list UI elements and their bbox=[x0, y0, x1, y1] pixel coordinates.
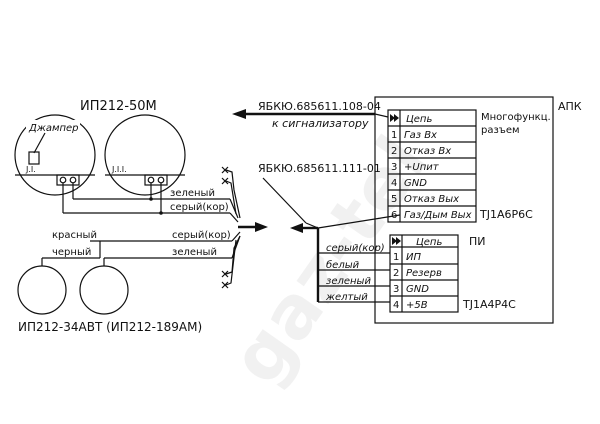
apk-pin-num: 4 bbox=[391, 178, 397, 189]
apk-pin-name: Газ/Дым Вых bbox=[404, 210, 472, 221]
main-cable-code: ЯБКЮ.685611.111-01 bbox=[258, 162, 381, 175]
detector-bottom-left bbox=[17, 258, 67, 315]
apk-pin-name: Газ Вх bbox=[404, 130, 437, 141]
bottom-detectors-title: ИП212-34АВТ (ИП212-189АМ) bbox=[18, 320, 202, 334]
pi-wire-2: белый bbox=[326, 259, 360, 271]
pi-connector-code: TJ1A4P4C bbox=[462, 298, 516, 311]
pi-pin-num: 1 bbox=[393, 252, 399, 263]
jumper-icon bbox=[28, 151, 40, 165]
pi-pin-name: Резерв bbox=[406, 268, 442, 279]
terminal-block-right bbox=[144, 174, 168, 186]
cable-arrow-right-icon bbox=[238, 222, 268, 232]
wire-label-black: черный bbox=[52, 247, 91, 258]
pi-wire-4: желтый bbox=[325, 292, 368, 303]
terminal-block-left bbox=[56, 174, 80, 186]
detector-bottom-right bbox=[79, 258, 129, 315]
apk-pin-name: Отказ Вых bbox=[404, 194, 459, 205]
signal-cable-dest: к сигнализатору bbox=[272, 117, 369, 130]
wire-label-top-green: зеленый bbox=[170, 188, 215, 199]
pi-pin-name: +5В bbox=[406, 300, 428, 311]
apk-connector-code: TJ1A6P6C bbox=[479, 208, 533, 221]
pi-wires: серый(кор) белый зеленый желтый bbox=[318, 243, 390, 303]
wire-label-red: красный bbox=[52, 230, 97, 241]
wire-label-top-grey: серый(кор) bbox=[170, 202, 229, 213]
top-detectors-title: ИП212-50М bbox=[80, 99, 157, 114]
jumper-label: Джампер bbox=[28, 123, 79, 134]
apk-pin-name: +Uпит bbox=[404, 162, 440, 173]
pi-header: Цепь bbox=[416, 237, 442, 248]
wire-cut-icon bbox=[221, 166, 229, 289]
connector-arrow-icon bbox=[390, 114, 399, 122]
pi-pin-num: 2 bbox=[393, 268, 399, 279]
apk-pin-num: 1 bbox=[391, 130, 397, 141]
apk-connector-desc-2: разъем bbox=[481, 125, 520, 136]
signal-cable-arrow-icon bbox=[232, 109, 389, 119]
wire-label-bottom-grey: серый(кор) bbox=[172, 230, 231, 241]
apk-housing bbox=[374, 96, 554, 324]
pi-pin-name: GND bbox=[406, 284, 429, 295]
main-cable-route bbox=[262, 177, 401, 302]
connector-arrow-icon bbox=[392, 237, 401, 245]
pi-connector-table: Цепь 1 ИП 2 Резерв 3 GND 4 +5В bbox=[389, 234, 459, 313]
apk-title: АПК bbox=[558, 100, 582, 113]
pi-wire-3: зеленый bbox=[326, 276, 371, 287]
pi-title: ПИ bbox=[469, 235, 486, 248]
wire-label-bottom-green: зеленый bbox=[172, 247, 217, 258]
apk-connector-desc-1: Многофункц. bbox=[481, 112, 551, 123]
pi-pin-name: ИП bbox=[406, 252, 421, 263]
detector-right: J.I.I. bbox=[104, 114, 186, 196]
pi-pin-num: 3 bbox=[393, 284, 399, 295]
apk-pin-num: 5 bbox=[391, 194, 397, 205]
pi-wire-1: серый(кор) bbox=[326, 243, 385, 254]
signal-cable-code: ЯБКЮ.685611.108-04 bbox=[258, 100, 381, 113]
apk-pin-num: 2 bbox=[391, 146, 397, 157]
jumper-mark-left: J.I. bbox=[25, 165, 36, 174]
apk-pin-name: GND bbox=[404, 178, 427, 189]
apk-pin-num: 6 bbox=[391, 210, 397, 221]
apk-pin-num: 3 bbox=[391, 162, 397, 173]
pi-pin-num: 4 bbox=[393, 300, 399, 311]
unused-wire-ends bbox=[221, 166, 241, 289]
top-detector-wires bbox=[62, 183, 239, 223]
cable-arrow-left-icon bbox=[290, 223, 303, 233]
apk-connector-table: Цепь 1 Газ Вх 2 Отказ Вх 3 +Uпит 4 GND 5… bbox=[387, 109, 477, 223]
jumper-mark-right: J.I.I. bbox=[111, 165, 127, 174]
apk-header: Цепь bbox=[406, 114, 432, 125]
apk-pin-name: Отказ Вх bbox=[404, 146, 451, 157]
detector-left: J.I. bbox=[14, 114, 96, 196]
